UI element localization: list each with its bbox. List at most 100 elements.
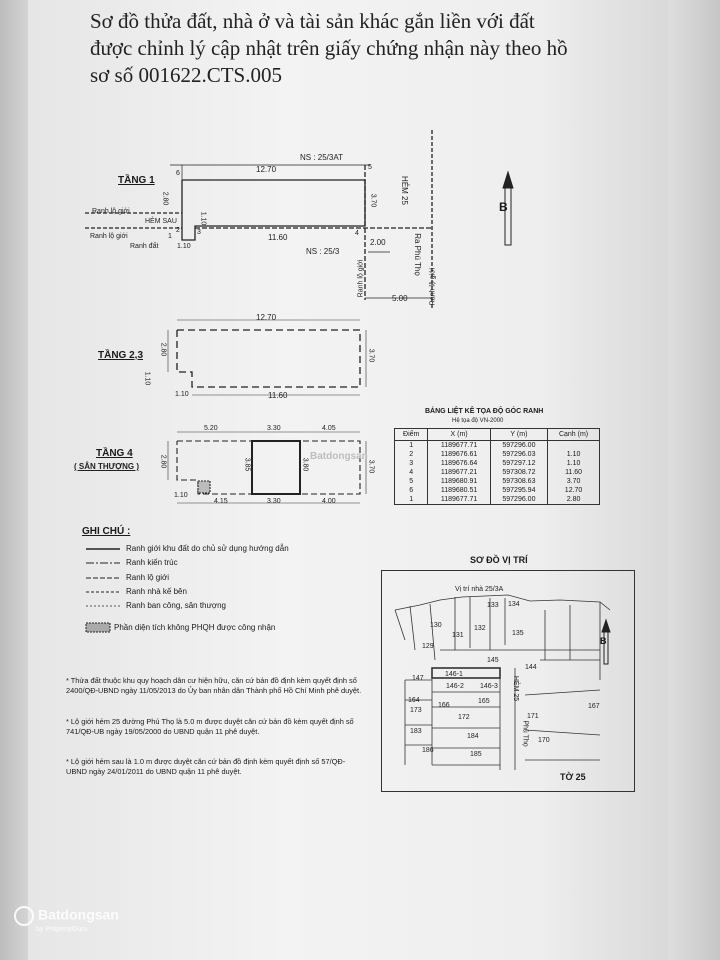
dim-floor1-110a: 1.10: [177, 243, 191, 250]
document-header: Sơ đồ thửa đất, nhà ở và tài sản khác gắ…: [90, 8, 568, 89]
dim-floor2-right: 3.70: [367, 348, 375, 363]
ns-top-label: NS : 25/3AT: [300, 153, 343, 162]
cell: 597297.12: [489, 459, 549, 468]
legend-item-1: Ranh giới khu đất do chủ sử dụng hướng d…: [126, 544, 289, 553]
point-5: 5: [368, 164, 372, 171]
col-y: Y (m): [489, 428, 549, 441]
dim-floor4-a: 5.20: [204, 425, 218, 432]
map-location-label: Vị trí nhà 25/3A: [455, 586, 504, 593]
cell: 1189676.64: [427, 459, 491, 468]
floor-1-label: TẦNG 1: [118, 175, 155, 186]
watermark: Batdongsan by PropertyGuru: [14, 906, 119, 933]
dim-floor4-h1: 3.85: [243, 457, 251, 472]
cell: 1189677.71: [427, 495, 491, 505]
back-alley-label: HẺM SAU: [145, 218, 177, 225]
dim-floor2-top: 12.70: [256, 313, 277, 322]
lot-130: 130: [430, 622, 442, 629]
lot-166: 166: [438, 702, 450, 709]
lot-146-1: 146-1: [445, 671, 463, 678]
point-6: 6: [176, 170, 180, 177]
dim-floor1-bottom: 11.60: [268, 233, 288, 242]
map-north-label: B: [600, 636, 607, 646]
dim-floor2-110b: 1.10: [175, 391, 189, 398]
col-edge: Cạnh (m): [547, 428, 600, 441]
cell: 597308.63: [489, 477, 549, 486]
lot-171: 171: [527, 713, 539, 720]
cell: 1: [393, 495, 429, 505]
dim-floor4-c: 4.05: [322, 425, 336, 432]
lot-165: 165: [478, 698, 490, 705]
cell: 1189676.61: [427, 450, 491, 459]
cell: 1189677.21: [427, 468, 491, 477]
north-arrow-icon: [502, 170, 514, 246]
cell: 3.70: [547, 477, 600, 486]
batdongsan-logo-icon: [14, 906, 34, 926]
dim-floor1-500: 5.00: [392, 294, 408, 303]
map-sheet-label: TỜ 25: [560, 772, 586, 782]
cell: 597296.03: [489, 450, 549, 459]
land-boundary-label: Ranh đất: [130, 243, 159, 250]
header-line-1: Sơ đồ thửa đất, nhà ở và tài sản khác gắ…: [90, 9, 535, 33]
cell: 597308.72: [489, 468, 549, 477]
lot-133: 133: [487, 602, 499, 609]
paper-fold-right: [668, 0, 720, 960]
cell: 6: [393, 486, 429, 495]
lot-134: 134: [508, 601, 520, 608]
watermark-brand: Batdongsan: [38, 906, 119, 923]
lot-135: 135: [512, 630, 524, 637]
coord-table-subtitle: Hệ tọa độ VN-2000: [452, 418, 504, 424]
road-boundary-label-2: Ranh lộ giới: [90, 233, 128, 240]
lot-184: 184: [467, 733, 479, 740]
cell: 1189680.51: [427, 486, 491, 495]
dim-floor4-b: 3.30: [267, 425, 281, 432]
lot-146-3: 146-3: [480, 683, 498, 690]
cell: 12.70: [547, 486, 600, 495]
legend-item-5: Ranh ban công, sân thượng: [126, 601, 227, 610]
floor-2-3-outline: [176, 329, 361, 388]
col-point: Điểm: [393, 428, 429, 441]
cell: [547, 440, 600, 450]
cell: 4: [393, 468, 429, 477]
lot-173: 173: [410, 707, 422, 714]
cell: 2: [393, 450, 429, 459]
center-watermark: Batdongsan: [310, 451, 368, 462]
dim-floor4-right: 3.70: [367, 459, 375, 474]
paper-fold-left: [0, 0, 28, 960]
note-3: * Lộ giới hẻm sau là 1.0 m được duyệt că…: [66, 757, 346, 776]
watermark-sub: by PropertyGuru: [36, 926, 88, 933]
floor-4-label: TẦNG 4: [96, 448, 133, 459]
dim-floor4-h2: 3.80: [301, 457, 309, 472]
cell: 1.10: [547, 459, 600, 468]
road-boundary-label-1: Ranh lộ giới: [92, 208, 130, 215]
point-2: 2: [176, 227, 180, 234]
point-1: 1: [168, 233, 172, 240]
alley-25-label: HẺM 25: [399, 176, 409, 205]
cell: 597295.94: [489, 486, 549, 495]
dim-floor4-d: 4.15: [214, 498, 228, 505]
dim-floor4-left: 2.80: [159, 454, 167, 469]
cell: 1.10: [547, 450, 600, 459]
roof-terrace-label: ( SÂN THƯỢNG ): [74, 462, 140, 471]
legend-item-3: Ranh lộ giới: [126, 573, 170, 582]
legend-item-6: Phần diện tích không PHQH được công nhận: [114, 623, 276, 632]
road-boundary-vertical-2: Ranh lộ giới: [429, 267, 437, 306]
legend-lines: [85, 548, 120, 633]
location-map-lines: [394, 594, 611, 770]
dim-floor4-f: 4.00: [322, 498, 336, 505]
dim-floor4-e: 3.30: [267, 498, 281, 505]
lot-186: 186: [422, 747, 434, 754]
lot-146-2: 146-2: [446, 683, 464, 690]
cell: 1189677.71: [427, 440, 491, 450]
dim-floor2-left: 2.80: [159, 342, 167, 357]
cell: 11.60: [547, 468, 600, 477]
lot-164: 164: [408, 697, 420, 704]
ns-bottom-label: NS : 25/3: [306, 247, 340, 256]
lot-147: 147: [412, 675, 424, 682]
